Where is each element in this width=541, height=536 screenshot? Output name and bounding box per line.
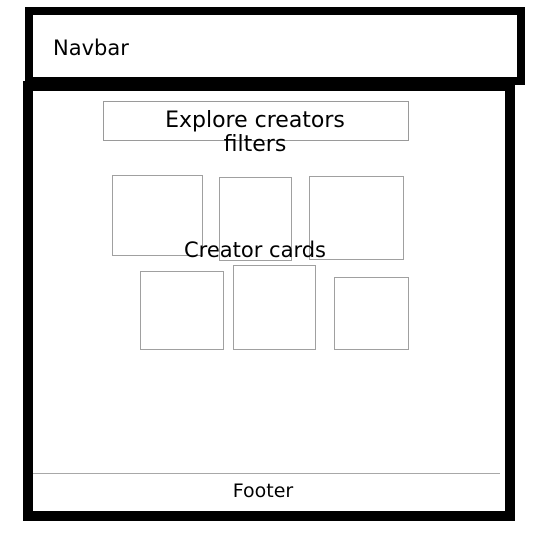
navbar-label: Navbar: [53, 36, 129, 60]
filters-label: Explore creators filters: [165, 108, 345, 157]
filters-box[interactable]: [103, 101, 409, 141]
creator-card-2[interactable]: [219, 177, 292, 261]
creator-card-1[interactable]: [112, 175, 203, 256]
footer-divider: [33, 473, 500, 474]
creator-card-5[interactable]: [233, 265, 316, 350]
navbar-box: Navbar: [25, 7, 525, 85]
page-content-box: [23, 81, 515, 521]
creator-cards-label: Creator cards: [184, 238, 326, 262]
footer-label: Footer: [232, 480, 294, 502]
creator-card-6[interactable]: [334, 277, 409, 350]
creator-card-4[interactable]: [140, 271, 224, 350]
creator-card-3[interactable]: [309, 176, 404, 260]
